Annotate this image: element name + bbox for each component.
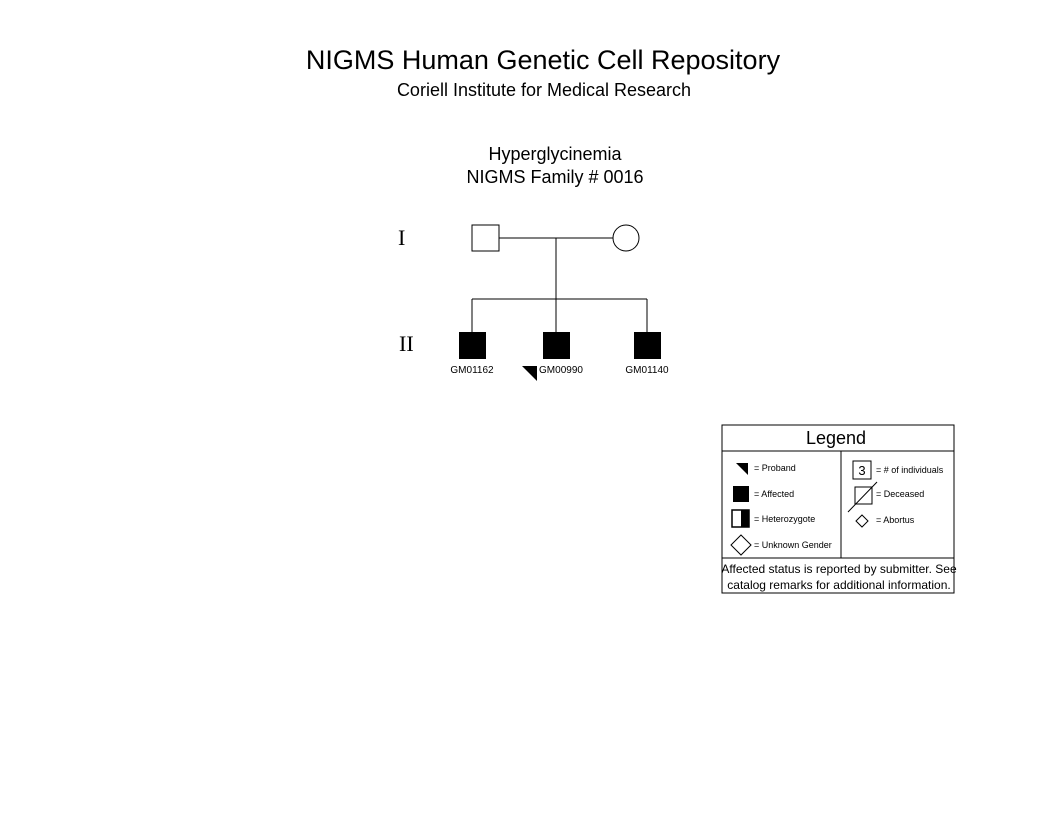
legend-unknown-gender-icon xyxy=(730,534,752,556)
family-number: NIGMS Family # 0016 xyxy=(466,167,644,187)
legend-note-line-2: catalog remarks for additional informati… xyxy=(727,578,950,592)
legend-count-icon xyxy=(852,460,872,480)
legend-affected-label: = Affected xyxy=(754,489,794,499)
legend-heterozygote-label: = Heterozygote xyxy=(754,514,815,524)
mother-unaffected-female xyxy=(612,224,640,252)
legend-note-line-1: Affected status is reported by submitter… xyxy=(721,562,957,576)
generation-label-2: II xyxy=(399,331,414,356)
legend-proband-icon xyxy=(736,463,748,475)
legend-affected-icon xyxy=(733,486,749,502)
institute-subtitle: Coriell Institute for Medical Research xyxy=(396,80,692,100)
affected-male-2 xyxy=(543,332,570,359)
legend-box: Legend = Proband = Affected = Heterozygo… xyxy=(721,424,957,594)
legend-individuals-label: = # of individuals xyxy=(876,465,944,475)
individual-id-label: GM01162 xyxy=(450,365,494,376)
individual-id-label: GM01140 xyxy=(625,365,669,376)
affected-male-1 xyxy=(459,332,486,359)
diagram-title: Hyperglycinemia xyxy=(488,144,622,164)
legend-proband-label: = Proband xyxy=(754,463,796,473)
proband-arrow-icon xyxy=(522,366,537,381)
generation-label-1: I xyxy=(398,225,405,250)
legend-title: Legend xyxy=(806,428,866,448)
legend-deceased-label: = Deceased xyxy=(876,489,924,499)
legend-unknown-gender-label: = Unknown Gender xyxy=(754,540,832,550)
father-unaffected-male xyxy=(471,224,500,252)
individual-id-label: GM00990 xyxy=(539,365,583,376)
affected-male-3 xyxy=(634,332,661,359)
legend-count-number: 3 xyxy=(858,463,865,478)
legend-abortus-icon xyxy=(855,514,869,528)
legend-abortus-label: = Abortus xyxy=(876,515,915,525)
repository-title: NIGMS Human Genetic Cell Repository xyxy=(305,45,781,75)
